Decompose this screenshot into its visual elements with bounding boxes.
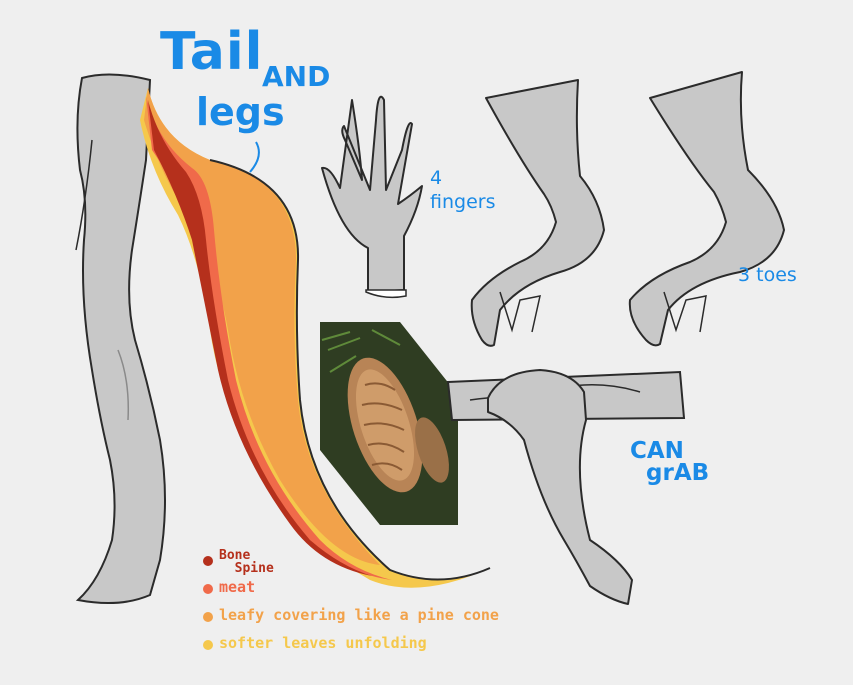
- foot-left: [470, 79, 605, 347]
- title-tail: Tail: [160, 22, 264, 82]
- legend-item-softer-leaves: softer leaves unfolding: [203, 632, 533, 660]
- title-pointer-line: [249, 141, 260, 173]
- foot-right-claws: [663, 291, 707, 333]
- legend-dot-bone: [203, 556, 213, 566]
- tail-layer-legend: Bone Spine meat leafy covering like a pi…: [203, 548, 533, 660]
- title-and: AND: [262, 60, 331, 93]
- legend-item-bone-spine: Bone Spine: [203, 548, 533, 576]
- leg-knee-line: [117, 349, 130, 421]
- fingers-label: 4 fingers: [430, 167, 496, 213]
- can-grab-label: CAN grAB: [630, 438, 710, 486]
- hand-wrist-cuff: [365, 289, 407, 299]
- legend-dot-leafy: [203, 612, 213, 622]
- pine-cone-photo: [320, 322, 458, 525]
- gripping-foot: [487, 369, 633, 605]
- legend-item-leafy-covering: leafy covering like a pine cone: [203, 604, 533, 632]
- title-legs: legs: [196, 90, 285, 134]
- legend-dot-softer: [203, 640, 213, 650]
- foot-left-claws: [499, 291, 541, 333]
- hand-drawing: [321, 95, 423, 293]
- toes-label: 3 toes: [738, 264, 797, 286]
- legend-text-leafy: leafy covering like a pine cone: [219, 606, 499, 624]
- left-leg: [75, 73, 166, 604]
- legend-text-bone: Bone Spine: [219, 548, 274, 576]
- tail-meat-layer: [146, 96, 392, 580]
- tail-outline: [209, 159, 491, 581]
- legend-text-meat: meat: [219, 578, 256, 596]
- foot-right: [628, 71, 785, 347]
- legend-dot-meat: [203, 584, 213, 594]
- leg-contour: [75, 139, 93, 251]
- legend-text-softer: softer leaves unfolding: [219, 634, 427, 652]
- legend-item-meat: meat: [203, 576, 533, 604]
